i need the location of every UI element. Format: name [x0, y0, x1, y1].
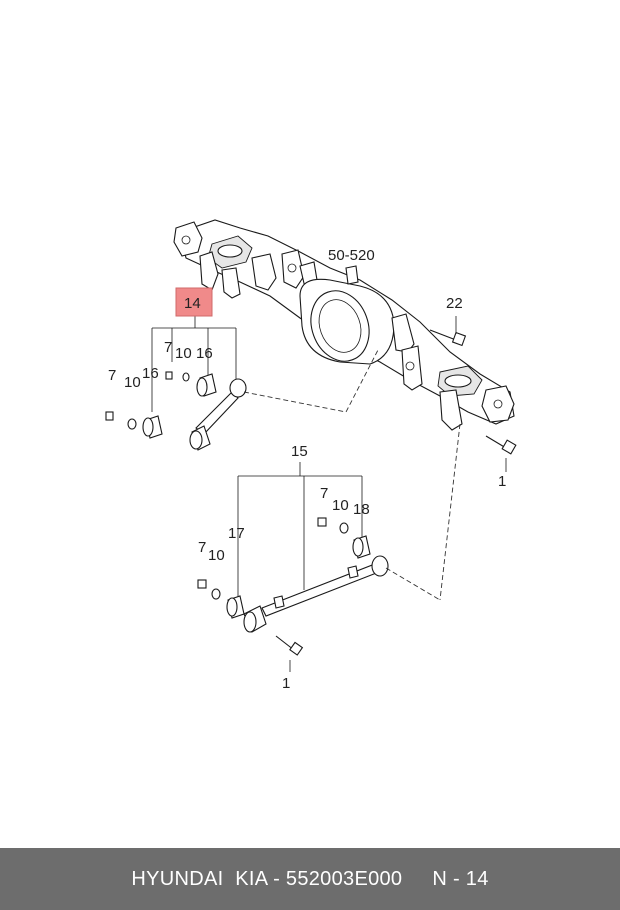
bolt-1-lower	[275, 635, 304, 672]
callout-10-lower-inner: 10	[332, 497, 349, 514]
callout-22: 22	[446, 295, 463, 312]
callout-1-lower: 1	[282, 675, 290, 692]
callout-10-lower-outer: 10	[208, 547, 225, 564]
callout-15: 15	[291, 443, 308, 460]
callout-7-upper-outer: 7	[108, 367, 116, 384]
footer-bar: HYUNDAI KIA - 552003E000 N - 14	[0, 848, 620, 910]
callout-7-lower-outer: 7	[198, 539, 206, 556]
leader-upper-arm	[243, 349, 379, 413]
rear-axle-housing	[173, 219, 515, 431]
bolt-1-upper	[485, 435, 517, 472]
callout-50-520: 50-520	[328, 247, 375, 264]
callout-16-upper-outer: 16	[142, 365, 159, 382]
leader-axle-right	[439, 423, 461, 601]
page-reference-text: N - 14	[432, 867, 489, 890]
callout-14-highlight	[175, 287, 213, 317]
lower-arm-assembly	[197, 462, 389, 633]
callout-7-upper-inner: 7	[164, 339, 172, 356]
bolt-22	[429, 316, 467, 347]
callout-10-upper-inner: 10	[175, 345, 192, 362]
callout-14: 14	[184, 295, 201, 312]
leader-lower-arm	[385, 567, 441, 601]
callout-17: 17	[228, 525, 245, 542]
upper-arm-kit	[105, 316, 247, 451]
callout-16-upper-inner: 16	[196, 345, 213, 362]
parts-diagram: 50-520 22 14 7 10 16 7 10 16 1 15 7 10 1…	[105, 219, 517, 692]
callout-1-upper: 1	[498, 473, 506, 490]
callout-18: 18	[353, 501, 370, 518]
part-number-text: HYUNDAI KIA - 552003E000	[131, 867, 403, 890]
callout-7-lower-inner: 7	[320, 485, 328, 502]
callout-10-upper-outer: 10	[124, 374, 141, 391]
